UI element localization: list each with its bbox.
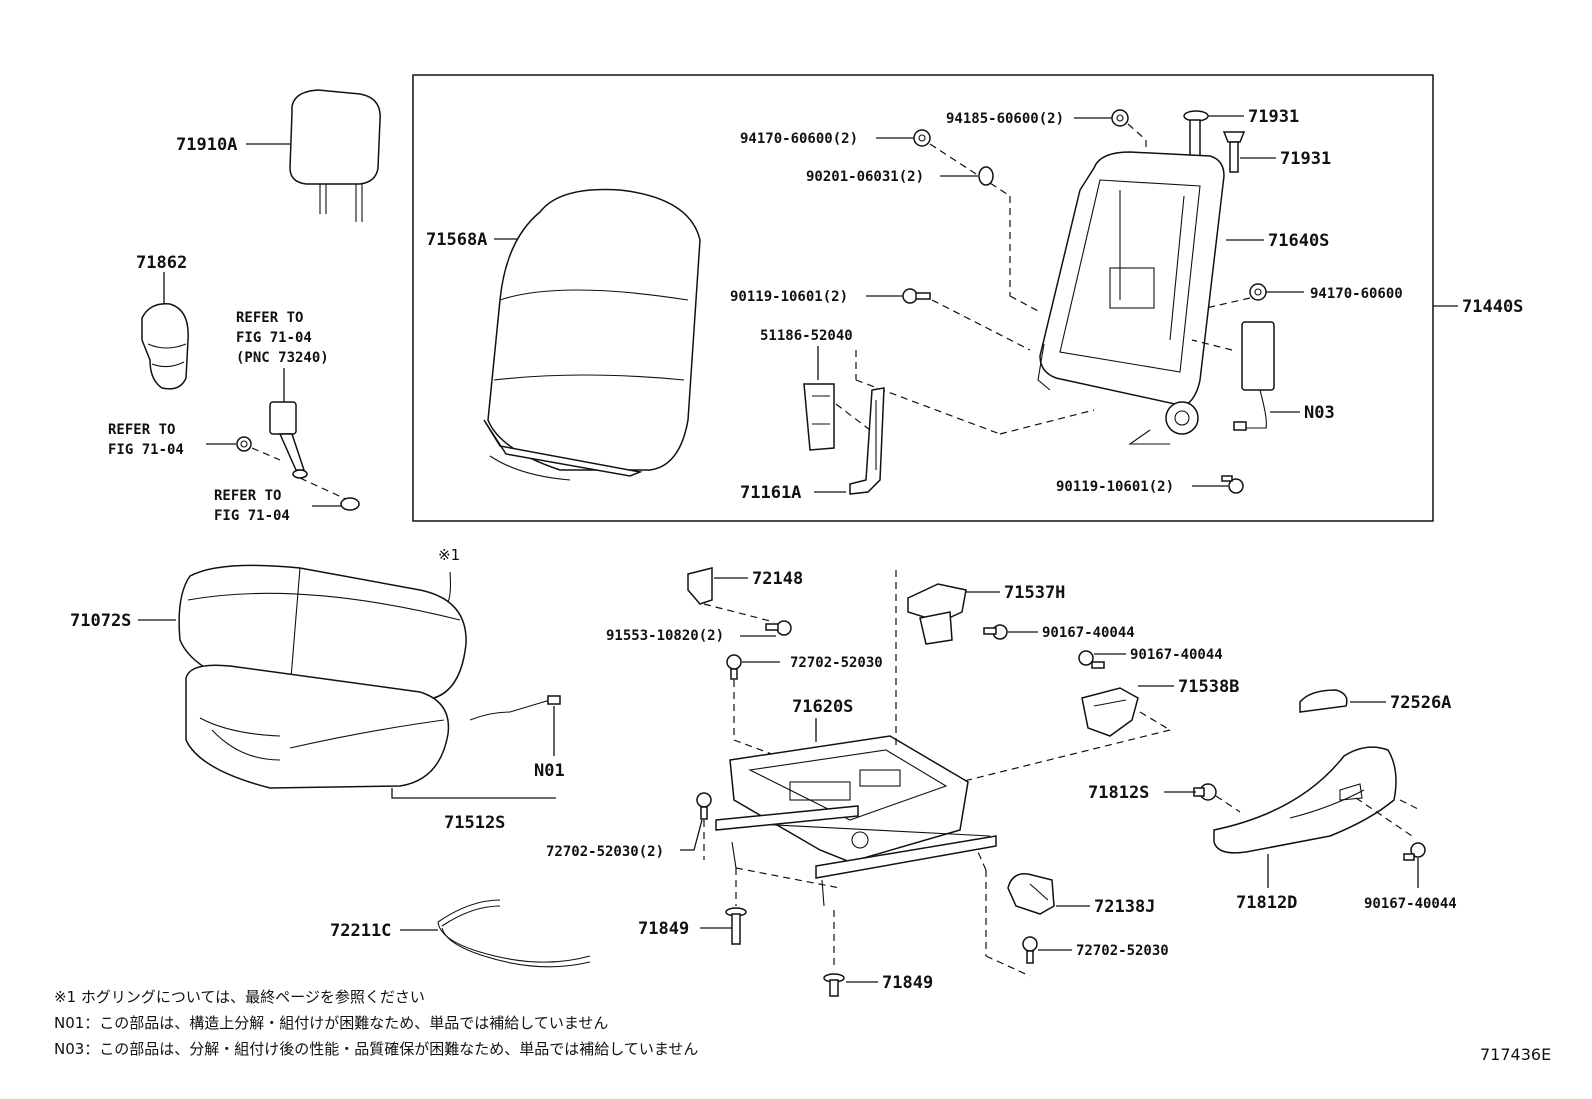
part-label-91553: 91553-10820(2) xyxy=(606,628,724,644)
nut-94170a-icon xyxy=(913,129,931,147)
part-label-71512S: 71512S xyxy=(444,813,505,833)
part-label-94170b: 94170-60600 xyxy=(1310,286,1403,302)
pin-71849a-icon xyxy=(725,907,747,945)
side-airbag-module-illustration xyxy=(1233,321,1275,431)
part-label-90167b: 90167-40044 xyxy=(1130,647,1223,663)
seat-heater-wire-illustration xyxy=(469,695,561,721)
part-label-94170a: 94170-60600(2) xyxy=(740,131,858,147)
part-label-90201: 90201-06031(2) xyxy=(806,169,924,185)
screw-90167c-icon xyxy=(1403,842,1426,861)
part-label-72148: 72148 xyxy=(752,569,803,589)
bolt-72702c-icon xyxy=(1022,936,1038,964)
washer-refer-illustration xyxy=(340,497,360,511)
nut-refer-illustration xyxy=(236,436,252,452)
part-label-72702c: 72702-52030 xyxy=(1076,943,1169,959)
ref-note-2-line1: REFER TO xyxy=(108,422,175,438)
part-label-71910A: 71910A xyxy=(176,135,237,155)
part-label-90119b: 90119-10601(2) xyxy=(1056,479,1174,495)
part-label-71862: 71862 xyxy=(136,253,187,273)
part-label-72526A: 72526A xyxy=(1390,693,1451,713)
part-label-71161A: 71161A xyxy=(740,483,801,503)
part-label-71931a: 71931 xyxy=(1248,107,1299,127)
bracket-71161A-illustration xyxy=(849,387,885,495)
bolt-90119a-icon xyxy=(902,288,931,304)
part-label-71849b: 71849 xyxy=(882,973,933,993)
bolt-90119b-icon xyxy=(1221,475,1244,494)
headrest-illustration xyxy=(289,89,381,222)
ref-note-2-line2: FIG 71-04 xyxy=(108,442,184,458)
seatback-frame-illustration xyxy=(1037,151,1225,445)
nut-94185-icon xyxy=(1111,109,1129,127)
part-label-71812D: 71812D xyxy=(1236,893,1297,913)
side-shield-71812D-illustration xyxy=(1213,746,1397,854)
seatback-cover-illustration xyxy=(483,188,701,481)
part-label-51186: 51186-52040 xyxy=(760,328,853,344)
ref-note-1-line2: FIG 71-04 xyxy=(236,330,312,346)
part-label-N03: N03 xyxy=(1304,403,1335,423)
bolt-72702a-icon xyxy=(726,654,742,680)
part-label-90167c: 90167-40044 xyxy=(1364,896,1457,912)
part-label-72702a: 72702-52030 xyxy=(790,655,883,671)
bracket-51186-illustration xyxy=(803,383,835,451)
part-label-94185: 94185-60600(2) xyxy=(946,111,1064,127)
washer-90201-icon xyxy=(978,166,994,186)
knob-72526A-illustration xyxy=(1299,689,1348,713)
bracket-72148-illustration xyxy=(687,567,713,605)
part-label-72211C: 72211C xyxy=(330,921,391,941)
part-label-N01: N01 xyxy=(534,761,565,781)
screw-90167a-icon xyxy=(983,624,1008,640)
seat-cushion-cover-illustration xyxy=(178,564,467,701)
ref-note-1-line3: (PNC 73240) xyxy=(236,350,329,366)
seatbelt-buckle-illustration xyxy=(269,401,308,479)
seatback-group-box xyxy=(412,74,1434,522)
headrest-guide-1-illustration xyxy=(1183,110,1209,161)
screw-90167b-icon xyxy=(1078,650,1105,669)
nut-94170b-icon xyxy=(1249,283,1267,301)
note-N03: N03：この部品は、分解・組付け後の性能・品質確保が困難なため、単品では補給して… xyxy=(54,1040,698,1058)
part-label-90119a: 90119-10601(2) xyxy=(730,289,848,305)
cover-71538B-illustration xyxy=(1081,687,1139,737)
pin-71849b-icon xyxy=(823,973,845,997)
spring-wire-illustration xyxy=(437,899,591,968)
headrest-guide-2-illustration xyxy=(1222,131,1246,173)
part-label-71620S: 71620S xyxy=(792,697,853,717)
part-label-71849a: 71849 xyxy=(638,919,689,939)
note-hog-ring: ※1 ホグリングについては、最終ページを参照ください xyxy=(54,988,425,1006)
part-label-72138J: 72138J xyxy=(1094,897,1155,917)
part-label-71537H: 71537H xyxy=(1004,583,1065,603)
seat-frame-illustration xyxy=(715,735,997,907)
bolt-72702b-icon xyxy=(696,792,712,820)
part-label-71640S: 71640S xyxy=(1268,231,1329,251)
knob-71812S-icon xyxy=(1193,783,1217,801)
part-label-72702b: 72702-52030(2) xyxy=(546,844,664,860)
part-label-71812S: 71812S xyxy=(1088,783,1149,803)
bolt-91553-icon xyxy=(765,620,792,636)
part-label-71440S: 71440S xyxy=(1462,297,1523,317)
cover-72138J-illustration xyxy=(1007,873,1055,915)
part-label-71072S: 71072S xyxy=(70,611,131,631)
figure-id: 717436E xyxy=(1480,1045,1551,1064)
part-label-71931b: 71931 xyxy=(1280,149,1331,169)
seat-cushion-pad-illustration xyxy=(185,664,450,789)
part-label-90167a: 90167-40044 xyxy=(1042,625,1135,641)
part-label-71568A: 71568A xyxy=(426,230,487,250)
part-label-71538B: 71538B xyxy=(1178,677,1239,697)
mark-1: ※1 xyxy=(438,546,460,564)
note-N01: N01：この部品は、構造上分解・組付けが困難なため、単品では補給していません xyxy=(54,1014,608,1032)
ref-note-3-line1: REFER TO xyxy=(214,488,281,504)
ref-note-1-line1: REFER TO xyxy=(236,310,303,326)
cover-71537H-illustration xyxy=(907,583,967,645)
ref-note-3-line2: FIG 71-04 xyxy=(214,508,290,524)
cover-71862-illustration xyxy=(141,303,189,390)
